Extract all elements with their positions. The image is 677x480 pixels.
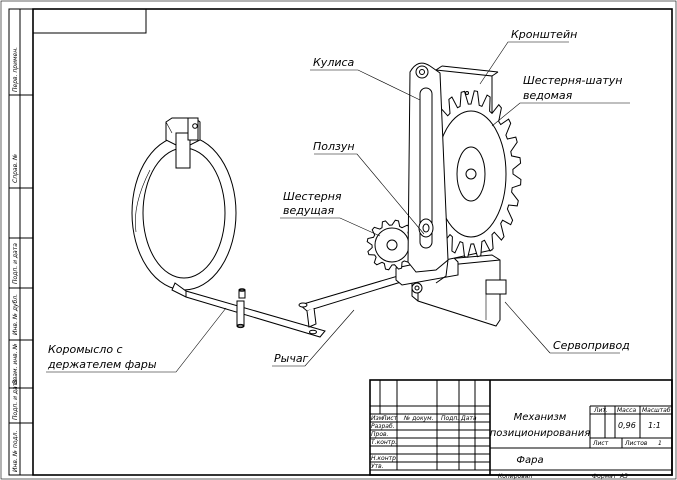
- tb-listov-val: 1: [658, 440, 662, 447]
- tb-material: Фара: [516, 455, 543, 466]
- label-kulisa: Кулиса: [313, 56, 355, 69]
- label-driving-gear-1: Шестерня: [283, 190, 342, 203]
- label-servo: Сервопривод: [553, 339, 630, 352]
- label-driving-gear-2: ведущая: [283, 204, 334, 217]
- side-stamp: Перв. примен. Справ. № Подп. и дата Инв.…: [8, 8, 34, 476]
- tb-col-doc: № докум.: [403, 415, 434, 422]
- tb-col-data: Дата: [460, 415, 477, 422]
- label-rocker-2: держателем фары: [47, 358, 157, 371]
- side-podp-data-1: Подп. и дата: [12, 243, 19, 284]
- headlight-ring: [131, 117, 237, 291]
- tb-masshtab: Масштаб: [642, 407, 671, 414]
- tb-row-nkontr: Н.контр.: [371, 455, 398, 462]
- tb-row-prov: Пров.: [371, 431, 389, 438]
- tb-col-podp: Подп.: [441, 415, 459, 422]
- tb-massa: Масса: [617, 407, 636, 414]
- side-inv-dubl: Инв. № дубл.: [12, 294, 19, 335]
- driving-gear: [366, 219, 418, 271]
- label-driven-gear-2: ведомая: [523, 89, 573, 102]
- title-block: [369, 379, 673, 476]
- side-vzam-inv: Взам. инв. №: [12, 343, 19, 384]
- tb-col-izm: Изм: [371, 415, 384, 422]
- tb-kopiroval: Копировал: [498, 473, 532, 480]
- label-rocker-1: Коромысло с: [48, 343, 123, 356]
- label-lever: Рычаг: [274, 352, 309, 365]
- tb-row-utv: Утв.: [371, 463, 384, 470]
- tb-masshtab-val: 1:1: [648, 421, 661, 430]
- top-stamp-box: [33, 9, 147, 34]
- tb-format: Формат: [592, 473, 617, 480]
- side-podp-data-2: Подп. и дата: [12, 379, 19, 420]
- side-sprav: Справ. №: [12, 154, 19, 183]
- slotted-link: [407, 62, 449, 284]
- label-driven-gear-1: Шестерня-шатун: [523, 74, 622, 87]
- tb-format-val: А3: [619, 473, 628, 480]
- tb-row-tkontr: Т.контр.: [371, 439, 397, 446]
- tb-listov: Листов: [624, 440, 648, 447]
- side-inv-podl: Инв. № подл.: [12, 431, 19, 472]
- tb-lit: Лит.: [593, 407, 608, 414]
- mechanism-assembly: [131, 62, 522, 338]
- side-perv-primen: Перв. примен.: [12, 47, 19, 92]
- tb-row-razrab: Разраб.: [371, 423, 395, 430]
- label-polzun: Ползун: [313, 140, 355, 153]
- tb-title-2: позиционирования: [490, 428, 590, 439]
- leader-lines: [46, 41, 630, 373]
- tb-col-list: Лист: [381, 415, 398, 422]
- label-kronshtein: Кронштейн: [511, 28, 577, 41]
- tb-massa-val: 0,96: [618, 421, 636, 430]
- rocker-arm: [171, 282, 326, 338]
- tb-title-1: Механизм: [514, 412, 567, 423]
- tb-list: Лист: [592, 440, 609, 447]
